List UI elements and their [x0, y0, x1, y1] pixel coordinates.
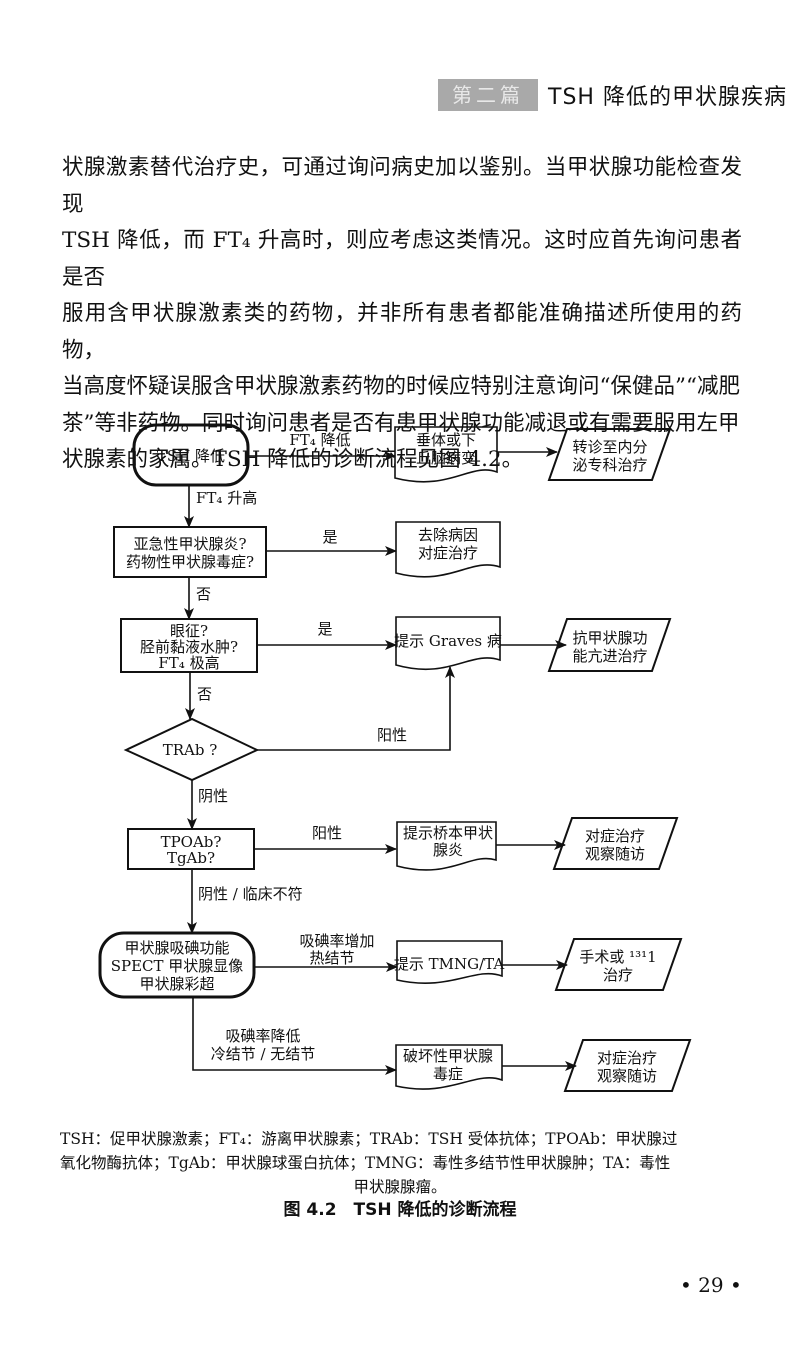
- paragraph-line: 茶”等非药物。同时询问患者是否有患甲状腺功能减退或有需要服用左甲: [62, 410, 740, 436]
- edge-label: FT₄ 升高: [196, 489, 257, 507]
- symptomatic-node-2: [563, 1039, 692, 1092]
- eye-label: 眼征?: [170, 622, 208, 640]
- hashimoto-label: 提示桥本甲状: [403, 824, 493, 842]
- surgery-node: [554, 938, 683, 991]
- surgery-label: 治疗: [603, 966, 633, 984]
- edge-label: 阳性: [377, 726, 407, 744]
- symptomatic-label: 对症治疗: [585, 827, 645, 845]
- referral-label: 泌专科治疗: [572, 456, 647, 474]
- tpoab-label: TPOAb?: [161, 833, 222, 851]
- start-label: TSH 降低: [157, 447, 225, 465]
- surgery-label: 手术或 ¹³¹1: [579, 948, 656, 966]
- destructive-label: 破坏性甲状腺: [403, 1047, 493, 1065]
- legend-line: TSH：促甲状腺激素；FT₄：游离甲状腺素；TRAb：TSH 受体抗体；TPOA…: [60, 1130, 678, 1148]
- trab-label: TRAb ?: [163, 741, 218, 759]
- part-label: 第二篇: [438, 79, 538, 111]
- edge-label: 否: [197, 685, 212, 703]
- body-paragraph: 状腺激素替代治疗史，可通过询问病史加以鉴别。当甲状腺功能检查发现 TSH 降低，…: [62, 150, 742, 479]
- running-header: 第二篇 TSH 降低的甲状腺疾病: [438, 79, 787, 111]
- paragraph-line: 状腺激素替代治疗史，可通过询问病史加以鉴别。当甲状腺功能检查发现: [62, 155, 742, 217]
- edge-label: 吸碘率增加: [299, 932, 374, 950]
- referral-label: 转诊至内分: [572, 438, 647, 456]
- graves-label: 提示 Graves 病: [394, 632, 502, 650]
- edge-label: FT₄ 降低: [289, 431, 350, 449]
- edge-trab-positive: [257, 666, 455, 751]
- edge-label: 阴性 / 临床不符: [198, 885, 303, 903]
- graves-node: [395, 616, 501, 670]
- legend-line: 氧化物酶抗体；TgAb：甲状腺球蛋白抗体；TMNG：毒性多结节性甲状腺肿；TA：…: [60, 1154, 671, 1172]
- remove-cause-label: 去除病因: [418, 526, 478, 544]
- chapter-title: TSH 降低的甲状腺疾病: [548, 85, 787, 110]
- remove-cause-node: [395, 521, 501, 578]
- eye-label: FT₄ 极高: [158, 654, 219, 672]
- eye-label: 胫前黏液水肿?: [140, 638, 238, 656]
- legend-line: 甲状腺腺瘤。: [353, 1178, 447, 1196]
- edge-label: 是: [322, 528, 337, 546]
- edge-label: 阴性: [198, 787, 228, 805]
- referral-node: [547, 428, 672, 481]
- destructive-node: [395, 1044, 503, 1090]
- symptomatic-label: 对症治疗: [597, 1049, 657, 1067]
- tmng-node: [396, 940, 503, 985]
- symptomatic-node-1: [552, 817, 679, 870]
- symptomatic-label: 观察随访: [597, 1067, 657, 1085]
- figure-caption: 图 4.2 TSH 降低的诊断流程: [283, 1200, 517, 1220]
- subacute-label: 药物性甲状腺毒症?: [126, 553, 254, 571]
- edge-label: 吸碘率降低: [225, 1027, 300, 1045]
- tpoab-label: TgAb?: [167, 849, 215, 867]
- abbreviation-legend: TSH：促甲状腺激素；FT₄：游离甲状腺素；TRAb：TSH 受体抗体；TPOA…: [60, 1127, 740, 1199]
- edge-label: 否: [196, 585, 211, 603]
- imaging-label: 甲状腺彩超: [139, 975, 214, 993]
- antithyroid-label: 抗甲状腺功: [572, 629, 647, 647]
- hashimoto-node: [396, 821, 497, 871]
- paragraph-line: TSH 降低，而 FT₄ 升高时，则应考虑这类情况。这时应首先询问患者是否: [62, 228, 742, 290]
- edge-uptake-low: [192, 997, 397, 1075]
- antithyroid-node: [547, 618, 672, 672]
- destructive-label: 毒症: [433, 1065, 463, 1083]
- imaging-node: [98, 931, 256, 999]
- edge-label: 阳性: [312, 824, 342, 842]
- remove-cause-label: 对症治疗: [418, 544, 478, 562]
- hashimoto-label: 腺炎: [433, 841, 463, 859]
- imaging-label: 甲状腺吸碘功能: [124, 939, 229, 957]
- pituitary-label: 丘脑病变: [416, 449, 476, 467]
- paragraph-line: 当高度怀疑误服含甲状腺激素药物的时候应特别注意询问“保健品”“减肥: [62, 374, 740, 399]
- page-number: • 29 •: [680, 1273, 742, 1297]
- start-node: [132, 423, 250, 487]
- tmng-label: 提示 TMNG/TA: [394, 955, 504, 973]
- edge-label: 冷结节 / 无结节: [211, 1045, 316, 1063]
- symptomatic-label: 观察随访: [585, 845, 645, 863]
- edge-label: 热结节: [309, 949, 354, 967]
- paragraph-line: 服用含甲状腺激素类的药物，并非所有患者都能准确描述所使用的药物，: [62, 301, 742, 363]
- edge-label: 是: [317, 620, 332, 638]
- subacute-label: 亚急性甲状腺炎?: [133, 535, 246, 553]
- pituitary-label: 垂体或下: [416, 431, 476, 449]
- imaging-label: SPECT 甲状腺显像: [111, 957, 244, 975]
- antithyroid-label: 能亢进治疗: [572, 647, 647, 665]
- diagnostic-flowchart: TSH 降低 垂体或下 丘脑病变 转诊至内分 泌专科治疗 亚急性甲状腺炎? 药物…: [98, 423, 692, 1092]
- paragraph-line: 状腺素的家属。TSH 降低的诊断流程见图 4.2。: [62, 447, 524, 472]
- pituitary-node: [394, 426, 498, 483]
